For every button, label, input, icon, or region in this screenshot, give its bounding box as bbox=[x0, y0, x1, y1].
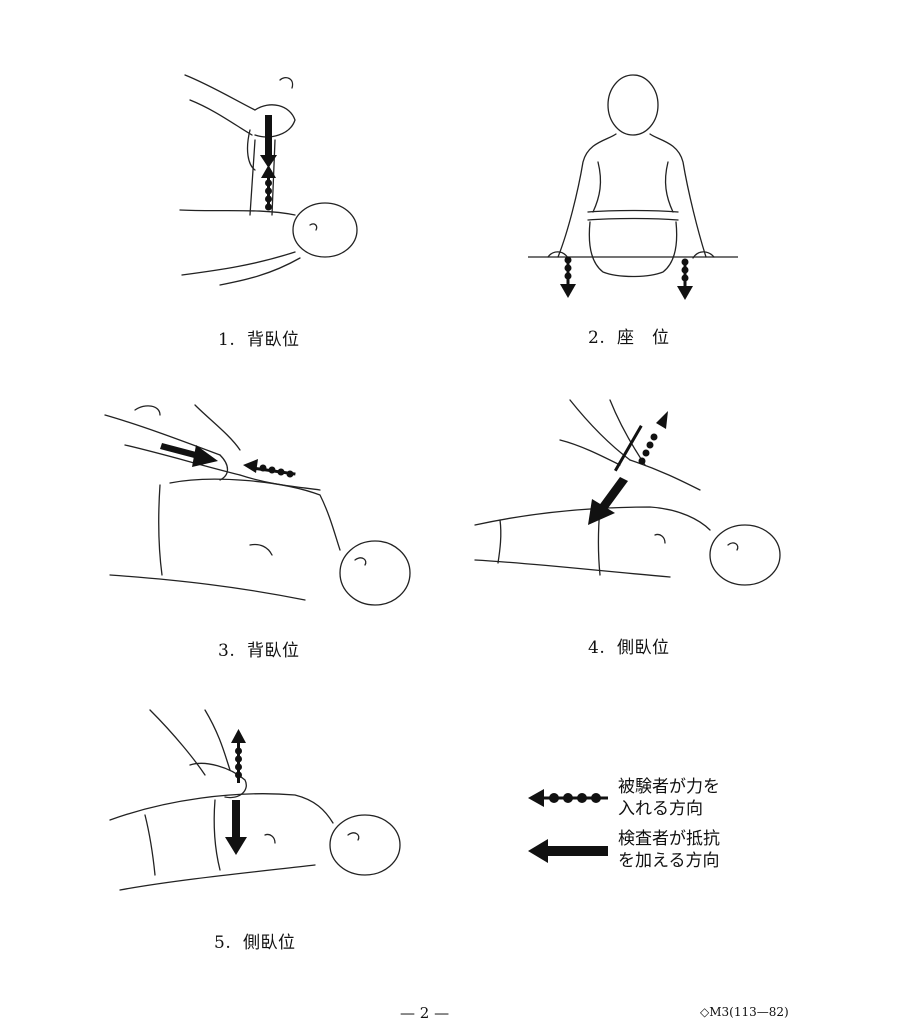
examiner-resistance-label: 検査者が抵抗 を加える方向 bbox=[618, 828, 720, 872]
figure-4-illustration bbox=[470, 395, 790, 620]
subject-force-label: 被験者が力を 入れる方向 bbox=[618, 776, 720, 820]
figure-1-caption: 1. 背臥位 bbox=[218, 330, 300, 350]
figure-2-illustration bbox=[528, 72, 738, 312]
examiner-resistance-line-1: 検査者が抵抗 bbox=[618, 829, 720, 849]
figure-5-illustration bbox=[105, 705, 425, 905]
figure-5-caption: 5. 側臥位 bbox=[214, 933, 296, 953]
document-code: ◇M3(113—82) bbox=[700, 1005, 789, 1019]
page-number: — 2 — bbox=[400, 1004, 450, 1022]
subject-force-line-1: 被験者が力を bbox=[618, 777, 720, 797]
figure-3-illustration bbox=[100, 395, 420, 625]
figure-1-illustration bbox=[160, 40, 370, 310]
subject-force-line-2: 入れる方向 bbox=[618, 799, 703, 819]
examiner-resistance-line-2: を加える方向 bbox=[618, 851, 720, 871]
figure-3-caption: 3. 背臥位 bbox=[218, 641, 300, 661]
subject-force-arrow-icon bbox=[528, 786, 610, 814]
figure-2-caption: 2. 座 位 bbox=[588, 328, 670, 348]
direction-legend: 被験者が力を 入れる方向 検査者が抵抗 を加える方向 bbox=[528, 776, 778, 876]
figure-4-caption: 4. 側臥位 bbox=[588, 638, 670, 658]
examiner-resistance-arrow-icon bbox=[528, 838, 610, 868]
